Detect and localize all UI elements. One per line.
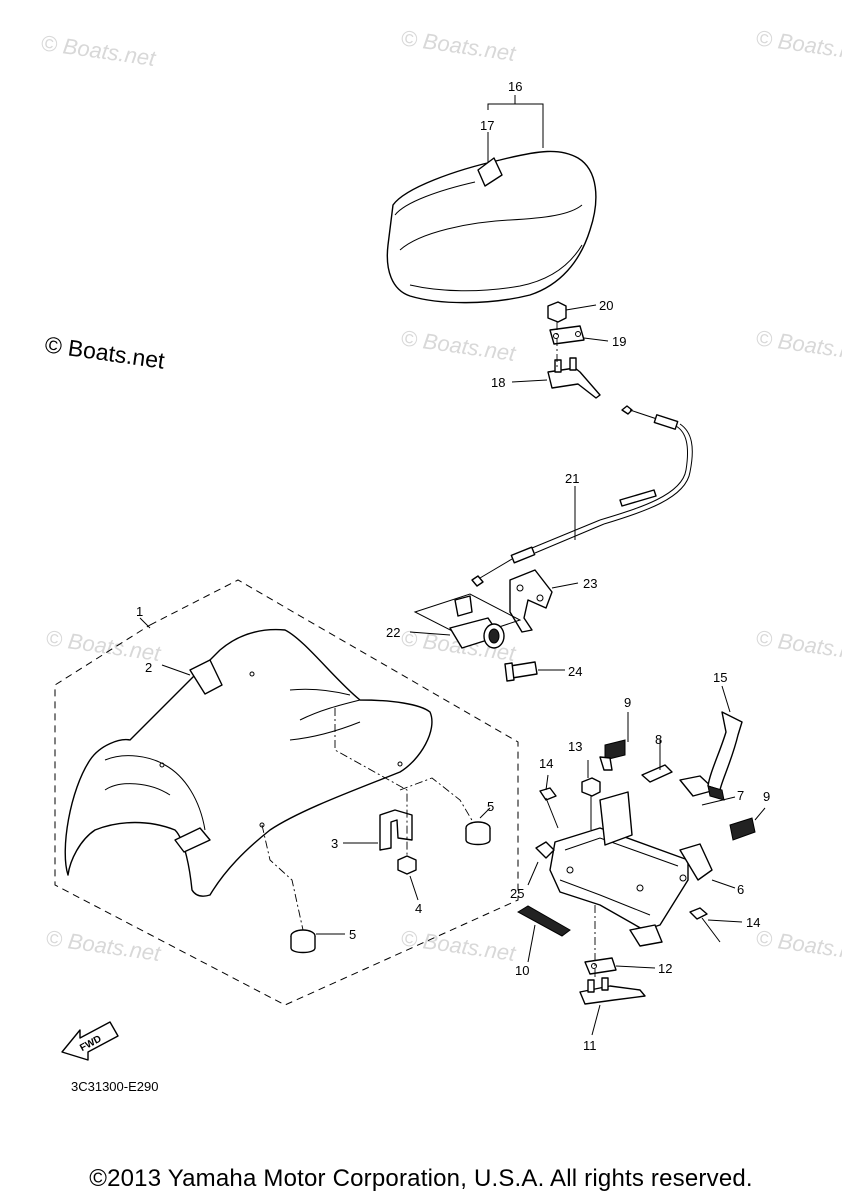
callout-14: 14 — [539, 756, 553, 771]
callout-12: 12 — [658, 961, 672, 976]
frame-6 — [549, 791, 736, 947]
watermark: © Boats.net — [754, 325, 842, 366]
watermark: © Boats.net — [39, 30, 158, 71]
watermark: © Boats.net — [399, 25, 518, 66]
callout-3: 3 — [331, 836, 338, 851]
plate-12 — [584, 957, 656, 975]
watermark: © Boats.net — [399, 925, 518, 966]
copyright-notice: ©2013 Yamaha Motor Corporation, U.S.A. A… — [89, 1165, 753, 1192]
strap-15 — [707, 685, 743, 801]
callout-1: 1 — [136, 604, 143, 619]
callout-10: 10 — [515, 963, 529, 978]
leader-16 — [487, 95, 544, 148]
watermark: © Boats.net — [44, 925, 163, 966]
callout-20: 20 — [599, 298, 613, 313]
nut-4 — [397, 855, 419, 901]
callout-17: 17 — [480, 118, 494, 133]
bracket-23 — [509, 569, 579, 633]
lock-22 — [409, 593, 522, 649]
bracket-3 — [343, 809, 413, 851]
watermark: © Boats.net — [754, 625, 842, 666]
latch-11 — [579, 977, 646, 1036]
bolt-13 — [581, 760, 601, 830]
callout-5: 5 — [349, 927, 356, 942]
watermark: © Boats.net — [754, 25, 842, 66]
strip-8 — [641, 740, 673, 783]
nut-20 — [547, 301, 597, 323]
callout-24: 24 — [568, 664, 582, 679]
latch-18 — [511, 357, 601, 399]
callout-8: 8 — [655, 732, 662, 747]
diagram-code: 3C31300-E290 — [71, 1079, 159, 1094]
callout-25: 25 — [510, 886, 524, 901]
callout-9: 9 — [624, 695, 631, 710]
bolt-14 — [539, 774, 743, 943]
rubber-25 — [527, 841, 555, 886]
seat-emblem-2 — [189, 659, 223, 695]
top-seat-cover — [386, 150, 597, 304]
callout-21: 21 — [565, 471, 579, 486]
callout-13: 13 — [568, 739, 582, 754]
callout-4: 4 — [415, 901, 422, 916]
buffer-9 — [599, 712, 766, 841]
strip-10 — [516, 905, 571, 963]
watermark-prominent: © Boats.net — [43, 331, 167, 374]
fwd-arrow-icon: FWD — [61, 1021, 119, 1061]
callout-9: 9 — [763, 789, 770, 804]
main-seat-assembly — [54, 579, 519, 1006]
cable-21 — [471, 405, 693, 587]
plate-19 — [549, 325, 609, 345]
callout-19: 19 — [612, 334, 626, 349]
callout-14: 14 — [746, 915, 760, 930]
damper-5 — [290, 807, 491, 954]
callout-7: 7 — [737, 788, 744, 803]
callout-23: 23 — [583, 576, 597, 591]
callout-6: 6 — [737, 882, 744, 897]
watermark: © Boats.net — [399, 325, 518, 366]
bolt-24 — [504, 661, 565, 682]
callout-16: 16 — [508, 79, 522, 94]
callouts: 1 2 3 4 5 5 6 7 8 9 9 10 11 12 13 14 14 … — [136, 79, 770, 1053]
strip-7 — [679, 775, 736, 806]
watermark: © Boats.net — [754, 925, 842, 966]
callout-5: 5 — [487, 799, 494, 814]
callout-2: 2 — [145, 660, 152, 675]
callout-15: 15 — [713, 670, 727, 685]
seat-emblem-17 — [477, 157, 503, 187]
callout-22: 22 — [386, 625, 400, 640]
callout-18: 18 — [491, 375, 505, 390]
callout-11: 11 — [583, 1038, 597, 1053]
